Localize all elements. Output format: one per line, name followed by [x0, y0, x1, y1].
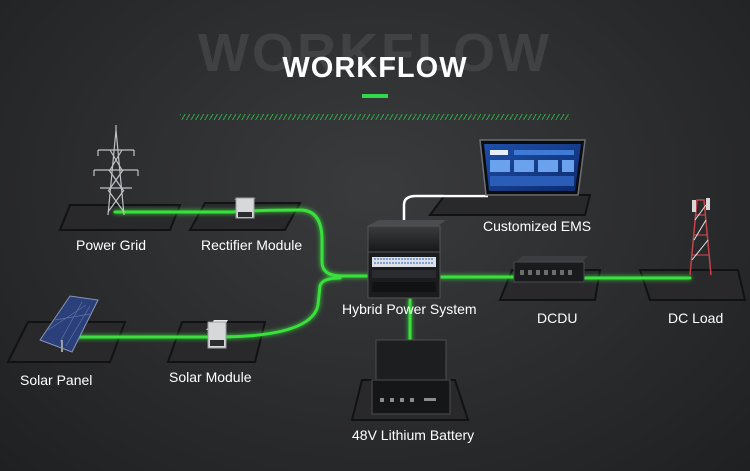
telecom-tower-icon — [689, 198, 712, 276]
label-solar-panel: Solar Panel — [20, 372, 93, 388]
flow-lines — [58, 208, 692, 344]
flow-grid-to-hybrid — [113, 208, 374, 278]
power-cabinet-icon — [367, 220, 446, 299]
page-title: WORKFLOW — [282, 52, 468, 84]
background-title: WORKFLOW — [198, 23, 552, 83]
battery-icon — [371, 339, 451, 415]
label-solar-module: Solar Module — [169, 369, 252, 385]
label-dcdu: DCDU — [537, 310, 578, 326]
label-dc-load: DC Load — [668, 310, 724, 326]
data-link-ems — [402, 194, 488, 232]
label-customized-ems: Customized EMS — [483, 218, 592, 234]
solar-panel-icon — [39, 295, 99, 353]
label-lithium-battery: 48V Lithium Battery — [352, 427, 475, 443]
plate-power-grid — [58, 204, 182, 231]
solar-module-icon — [206, 320, 228, 349]
monitor-icon — [479, 139, 586, 196]
title-underline — [362, 94, 388, 98]
label-rectifier-module: Rectifier Module — [201, 237, 303, 253]
plate-dc-load — [638, 269, 747, 301]
hatched-divider — [180, 114, 570, 120]
label-hybrid-power-system: Hybrid Power System — [342, 301, 477, 317]
flow-solar-to-hybrid — [58, 276, 342, 339]
label-power-grid: Power Grid — [76, 237, 147, 253]
rectifier-module-icon — [234, 197, 256, 219]
transmission-tower-icon — [93, 125, 139, 216]
dcdu-icon — [513, 256, 588, 283]
plate-ems — [428, 194, 592, 216]
